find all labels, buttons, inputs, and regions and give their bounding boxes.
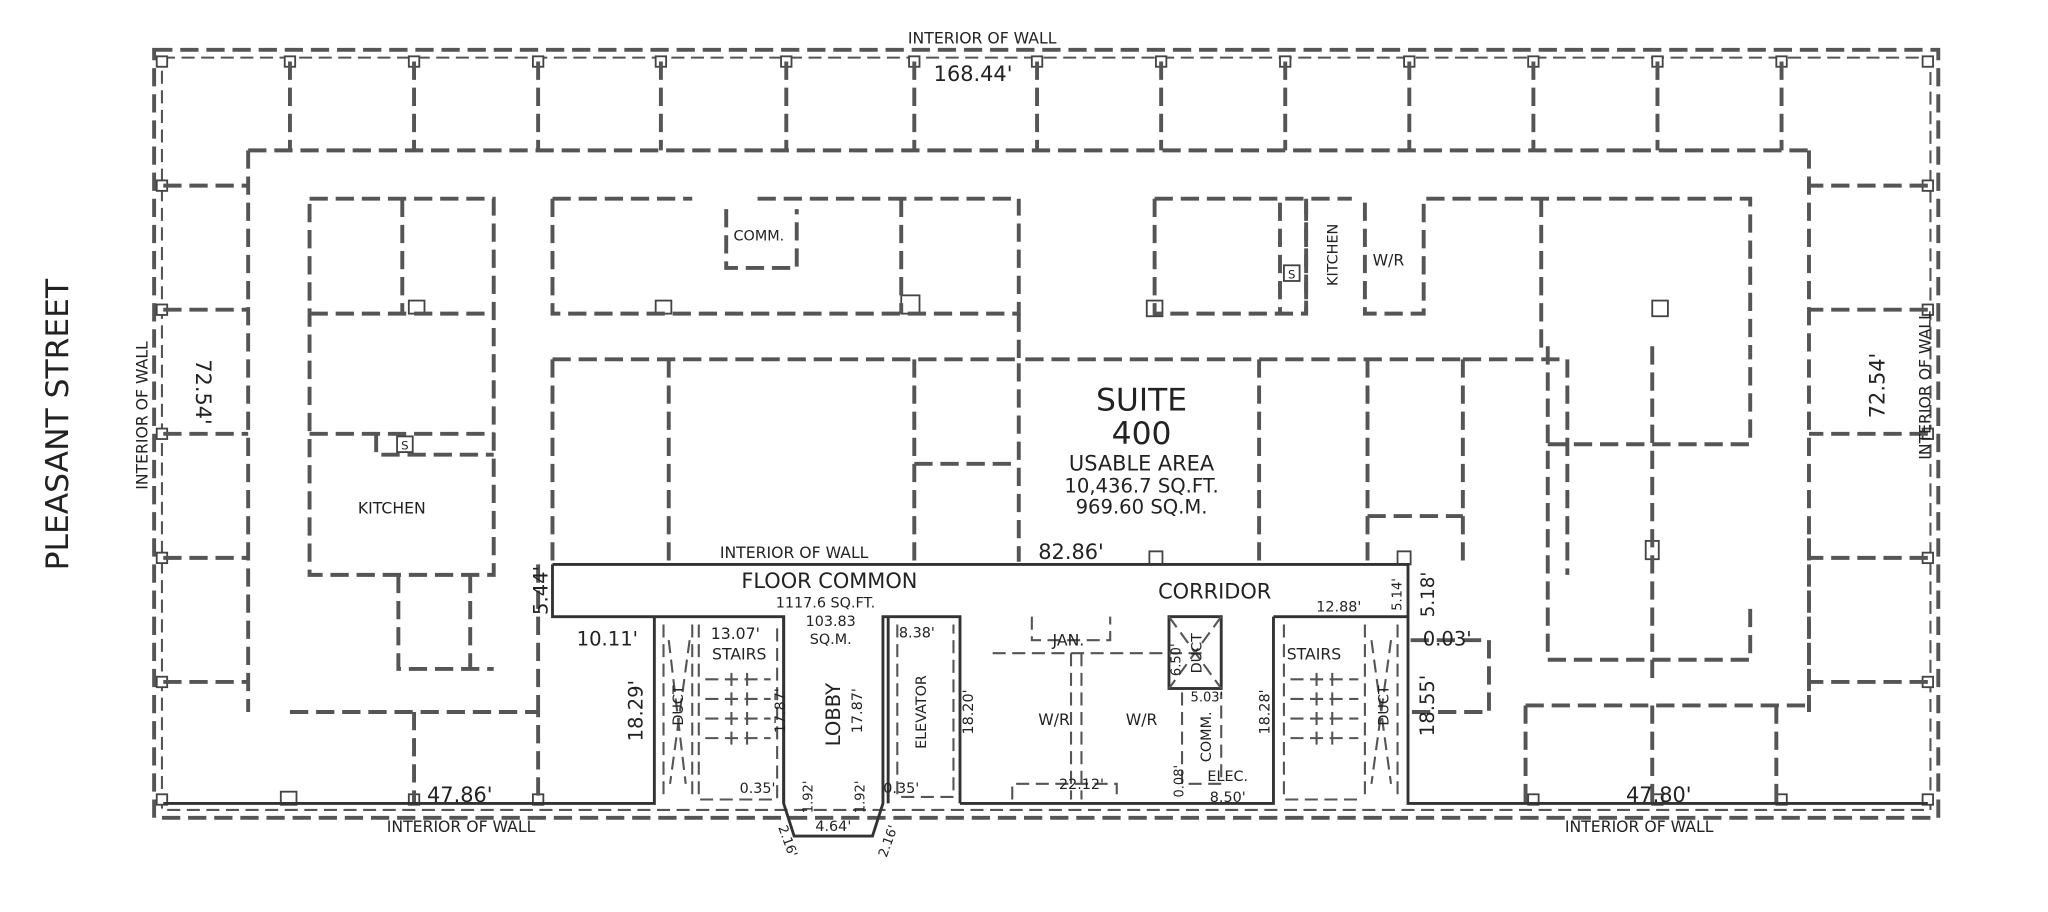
- common-sqft: 1117.6 SQ.FT.: [776, 596, 875, 612]
- bottom-left-wall-label: INTERIOR OF WALL: [387, 817, 536, 836]
- street-label: PLEASANT STREET: [40, 278, 76, 570]
- room-wr-2: W/R: [1126, 710, 1158, 729]
- suite-area-sqm: 969.60 SQ.M.: [1076, 495, 1208, 518]
- room-elec: ELEC.: [1207, 769, 1248, 785]
- bottom-right-wall-dim: 47.80': [1626, 783, 1692, 807]
- dim-17-87-a: 17.87': [773, 688, 789, 733]
- room-lobby: LOBBY: [822, 683, 845, 746]
- bottom-left-wall-dim: 47.86': [427, 783, 493, 807]
- sink-icon-right: S: [1283, 264, 1301, 282]
- dim-10-11: 10.11': [577, 627, 638, 650]
- dim-5-44: 5.44': [529, 566, 552, 615]
- dim-13-07: 13.07': [711, 624, 760, 643]
- room-duct-right: DUCT: [1376, 685, 1392, 726]
- top-wall-label: INTERIOR OF WALL: [908, 28, 1057, 47]
- room-jan: JAN.: [1052, 630, 1085, 649]
- dim-1-92-a: 1.92': [801, 781, 816, 814]
- room-duct-mid: DUCT: [1190, 633, 1206, 674]
- columns: [155, 55, 1934, 806]
- core-details: [662, 616, 1399, 801]
- common-title-left: FLOOR COMMON: [741, 569, 917, 593]
- room-duct-left: DUCT: [671, 685, 687, 726]
- dim-22-12: 22.12': [1059, 777, 1104, 793]
- suite-name: SUITE: [1096, 382, 1187, 418]
- left-wall-dim: 72.54': [191, 359, 215, 425]
- dim-0-35-b: 0.35': [883, 781, 919, 797]
- common-sqm-value: 103.83: [806, 614, 856, 630]
- room-wr-1: W/R: [1038, 710, 1070, 729]
- right-wall-dim: 72.54': [1866, 353, 1890, 419]
- corridor-wall-dim: 82.86': [1038, 540, 1104, 564]
- interior-partitions: [163, 61, 1928, 804]
- dim-8-38: 8.38': [899, 626, 935, 642]
- dim-0-03: 0.03': [1423, 627, 1472, 650]
- room-kitchen-left: KITCHEN: [358, 498, 426, 517]
- dim-18-55: 18.55': [1416, 675, 1439, 736]
- room-kitchen-right: KITCHEN: [1325, 224, 1341, 286]
- left-wall-label: INTERIOR OF WALL: [133, 341, 152, 490]
- dim-5-18: 5.18': [1418, 572, 1439, 618]
- dim-6-50: 6.50': [1170, 643, 1185, 676]
- dim-5-14: 5.14': [1390, 578, 1405, 611]
- dim-5-03: 5.03': [1191, 691, 1224, 706]
- corridor-wall-label: INTERIOR OF WALL: [720, 543, 869, 562]
- suite-area-sqft: 10,436.7 SQ.FT.: [1064, 475, 1218, 498]
- suite-number: 400: [1112, 416, 1172, 452]
- dim-18-20: 18.20': [961, 689, 977, 734]
- dim-2-16-b: 2.16': [876, 824, 901, 860]
- room-stairs-right: STAIRS: [1287, 645, 1341, 664]
- dim-17-87-b: 17.87': [850, 688, 866, 733]
- dim-8-50: 8.50': [1210, 790, 1246, 806]
- room-wr-top: W/R: [1373, 250, 1405, 269]
- common-sqm-unit: SQ.M.: [810, 632, 852, 648]
- dim-12-88: 12.88': [1316, 599, 1361, 615]
- top-wall-dim: 168.44': [934, 62, 1013, 86]
- dim-1-92-b: 1.92': [854, 781, 869, 814]
- dim-4-64: 4.64': [815, 819, 851, 835]
- room-elevator: ELEVATOR: [914, 675, 930, 749]
- dim-0-35-a: 0.35': [740, 781, 776, 797]
- bottom-right-wall-label: INTERIOR OF WALL: [1565, 817, 1714, 836]
- room-comm-core: COMM.: [1199, 711, 1215, 762]
- dim-2-16-a: 2.16': [774, 824, 799, 860]
- dim-18-28: 18.28': [1258, 689, 1274, 734]
- room-comm-top: COMM.: [734, 228, 785, 244]
- svg-text:S: S: [1288, 267, 1295, 281]
- dim-18-29: 18.29': [625, 680, 648, 741]
- dim-0-08: 0.08': [1172, 765, 1187, 798]
- suite-area-label: USABLE AREA: [1069, 451, 1215, 475]
- right-wall-label: INTERIOR OF WALL: [1915, 311, 1934, 460]
- common-title-right: CORRIDOR: [1158, 579, 1271, 603]
- room-stairs-left: STAIRS: [712, 645, 766, 664]
- sink-icon-left: S: [396, 435, 414, 453]
- svg-text:S: S: [401, 438, 408, 452]
